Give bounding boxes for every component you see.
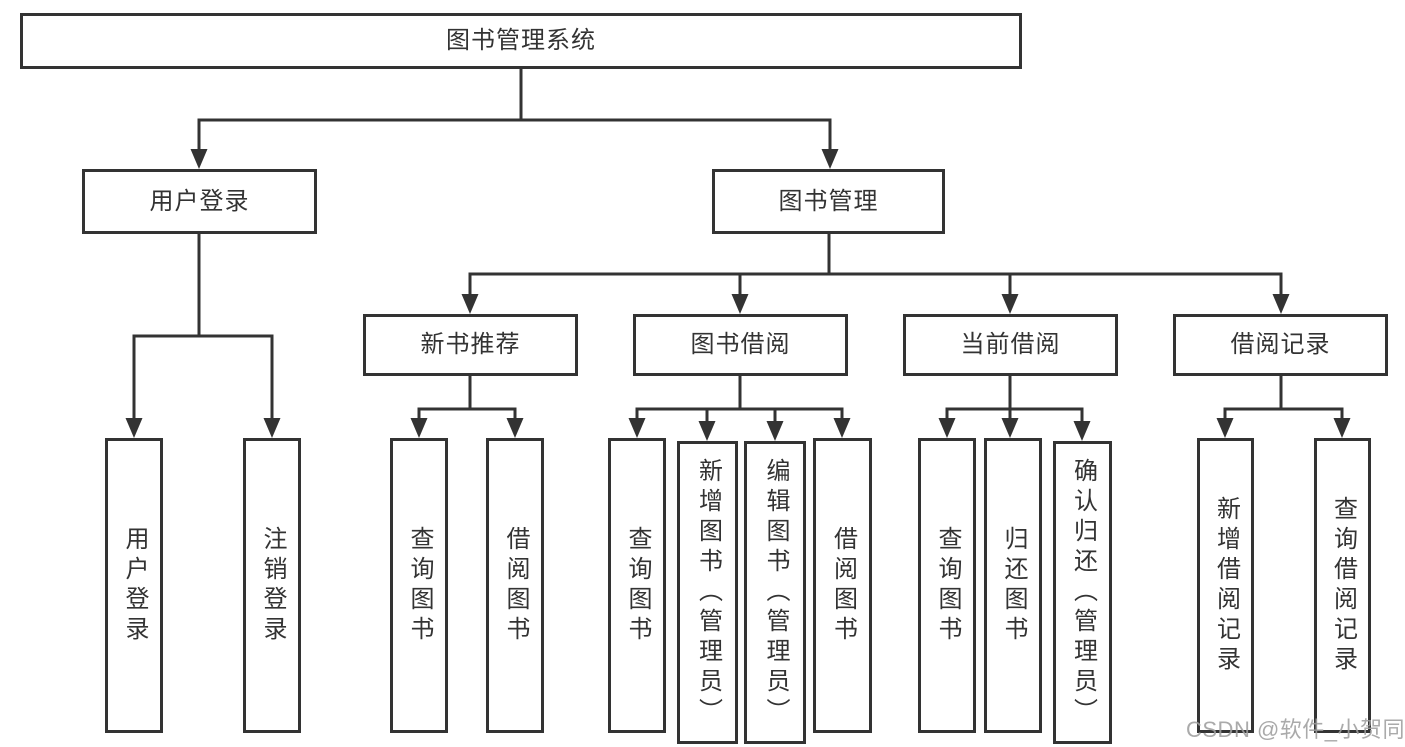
leaf-user-login: 用户登录 bbox=[105, 438, 163, 733]
leaf-return-books: 归还图书 bbox=[984, 438, 1042, 733]
leaf-add-books-admin: 新增图书（管理员） bbox=[677, 441, 738, 744]
connector-current-borrow-children bbox=[945, 376, 1084, 421]
node-book-management: 图书管理 bbox=[712, 169, 945, 234]
leaf-confirm-return-admin: 确认归还（管理员） bbox=[1053, 441, 1112, 744]
connector-new-book-children bbox=[417, 376, 517, 418]
leaf-borrow-books-recommend: 借阅图书 bbox=[486, 438, 544, 733]
connector-borrow-records-children bbox=[1223, 376, 1344, 418]
arrowheads bbox=[125, 149, 1351, 441]
connector-root-to-level2 bbox=[197, 69, 832, 149]
node-new-book-recommend: 新书推荐 bbox=[363, 314, 578, 376]
leaf-query-books-borrowing: 查询图书 bbox=[608, 438, 666, 733]
node-library-system: 图书管理系统 bbox=[20, 13, 1022, 69]
leaf-edit-books-admin: 编辑图书（管理员） bbox=[744, 441, 806, 744]
connector-user-login-children bbox=[132, 234, 274, 418]
node-borrowing-records: 借阅记录 bbox=[1173, 314, 1388, 376]
node-user-login: 用户登录 bbox=[82, 169, 317, 234]
node-book-borrowing: 图书借阅 bbox=[633, 314, 848, 376]
connector-book-borrow-children bbox=[635, 376, 844, 421]
leaf-add-borrow-record: 新增借阅记录 bbox=[1197, 438, 1254, 733]
leaf-query-borrow-record: 查询借阅记录 bbox=[1314, 438, 1371, 733]
watermark-text: CSDN @软件_小贺同学 bbox=[1186, 717, 1405, 742]
leaf-borrow-books-borrowing: 借阅图书 bbox=[813, 438, 872, 733]
node-current-borrowing: 当前借阅 bbox=[903, 314, 1118, 376]
leaf-query-books-recommend: 查询图书 bbox=[390, 438, 448, 733]
connector-book-mgmt-children bbox=[468, 233, 1283, 294]
leaf-query-books-current: 查询图书 bbox=[918, 438, 976, 733]
leaf-logout: 注销登录 bbox=[243, 438, 301, 733]
